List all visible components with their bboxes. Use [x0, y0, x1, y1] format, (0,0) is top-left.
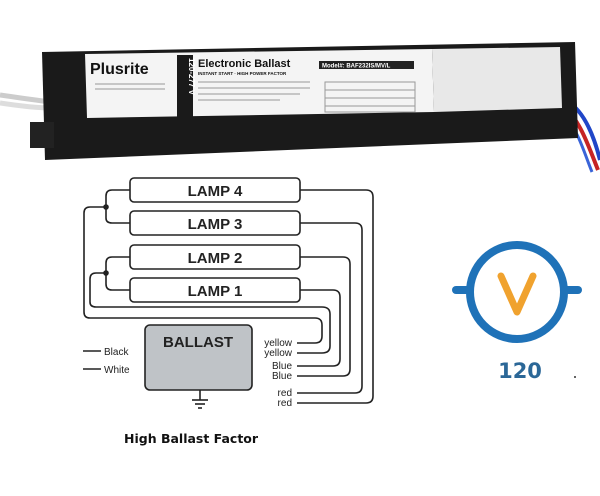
- ground-icon: [192, 390, 208, 409]
- voltage-value: 120: [498, 359, 542, 383]
- brand-logo: Plusrite: [90, 61, 149, 78]
- ballast-photo: Plusrite 120-277 V Electronic Ballast IN…: [0, 42, 600, 173]
- wire-label-blue-1: Blue: [272, 361, 292, 372]
- wiring-diagram: [83, 177, 374, 409]
- wire-label-yellow-1: yellow: [264, 338, 293, 349]
- wire-label-red-2: red: [278, 398, 292, 409]
- lamp-4-label: LAMP 4: [188, 183, 243, 200]
- wire-label-black: Black: [104, 347, 129, 358]
- wire-label-yellow-2: yellow: [264, 348, 293, 359]
- product-title: Electronic Ballast: [198, 58, 291, 70]
- model-number: Model#: BAF232IS/MV/L: [322, 64, 391, 70]
- voltage-band: 120-277 V: [187, 58, 196, 96]
- wire-label-red-1: red: [278, 388, 292, 399]
- diagram-caption: High Ballast Factor: [124, 431, 259, 446]
- product-subtitle: INSTANT START · HIGH POWER FACTOR: [198, 71, 287, 76]
- lamp-3-label: LAMP 3: [188, 216, 243, 233]
- lamp-2-label: LAMP 2: [188, 250, 243, 267]
- voltmeter-icon: [452, 241, 582, 343]
- ballast-box: [144, 324, 253, 391]
- wire-label-blue-2: Blue: [272, 371, 292, 382]
- lamp-1-label: LAMP 1: [188, 283, 243, 300]
- wire-label-white: White: [104, 365, 130, 376]
- ballast-label: BALLAST: [163, 334, 233, 351]
